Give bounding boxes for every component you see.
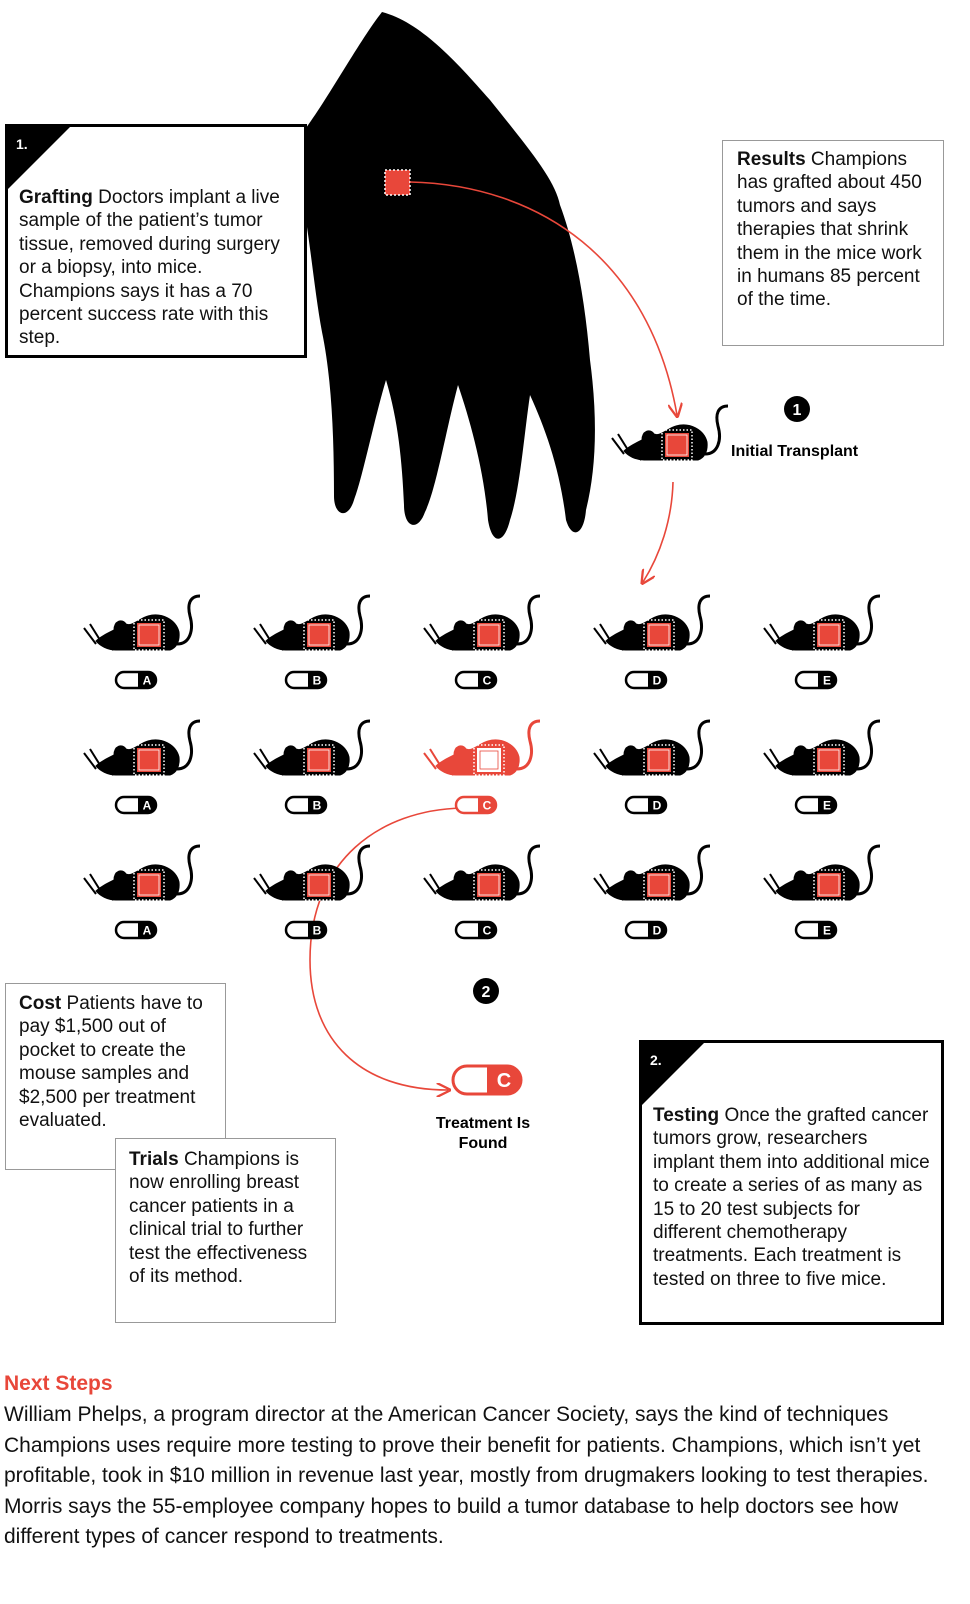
treatment-found-line1: Treatment Is <box>435 1115 531 1132</box>
initial-transplant-mouse <box>612 406 728 460</box>
arrow-hand-to-mouse <box>409 181 677 415</box>
trials-callout: Trials Champions is now enrolling breast… <box>115 1138 336 1323</box>
step-1-number: 1 <box>793 402 802 419</box>
trials-body: Champions is now enrolling breast cancer… <box>129 1149 308 1288</box>
mouse-grid: A B C D E A B C D E A B C D E <box>84 596 880 940</box>
step-1-marker <box>784 396 810 422</box>
testing-number: 2. <box>650 1052 662 1068</box>
results-title: Results <box>737 149 806 170</box>
mouse-d-row-3: D <box>594 846 710 940</box>
next-steps-body: William Phelps, a program director at th… <box>4 1403 929 1548</box>
step-2-marker <box>473 978 499 1004</box>
hand-silhouette <box>306 12 595 539</box>
arrow-to-treatment <box>309 807 463 1090</box>
treatment-pill-cap <box>648 797 666 813</box>
arrow-transplant-to-grid <box>643 481 674 582</box>
grafting-number: 1. <box>16 136 28 152</box>
found-treatment-pill: C <box>451 1064 523 1096</box>
treatment-pill-cap <box>478 797 496 813</box>
mouse-b-row-2: B <box>254 721 370 815</box>
corner-triangle <box>8 127 70 189</box>
mouse-e-row-2: E <box>764 721 880 815</box>
initial-transplant-label: Initial Transplant <box>731 443 859 460</box>
treatment-letter: C <box>483 799 492 813</box>
treatment-letter: B <box>313 924 322 938</box>
treatment-letter: D <box>653 799 662 813</box>
treatment-letter: B <box>313 799 322 813</box>
treatment-pill-cap <box>818 797 836 813</box>
treatment-found-label: Treatment Is Found <box>413 1114 553 1154</box>
grafting-callout: 1. Grafting Doctors implant a live sampl… <box>5 124 307 358</box>
treatment-pill-cap <box>138 672 156 688</box>
step-2-number: 2 <box>482 984 491 1001</box>
mouse-c-row-3: C <box>424 846 540 940</box>
grafting-body: Doctors implant a live sample of the pat… <box>19 187 280 349</box>
next-steps-title: Next Steps <box>4 1372 113 1395</box>
treatment-found-line2: Found <box>458 1135 508 1152</box>
treatment-pill-cap <box>308 922 326 938</box>
mouse-a-row-2: A <box>84 721 200 815</box>
mouse-c-row-1: C <box>424 596 540 690</box>
treatment-pill-cap <box>818 922 836 938</box>
treatment-pill-cap <box>308 672 326 688</box>
corner-triangle <box>642 1043 704 1105</box>
mouse-b-row-3: B <box>254 846 370 940</box>
treatment-letter: C <box>483 674 492 688</box>
testing-body: Once the grafted cancer tumors grow, res… <box>653 1105 930 1290</box>
treatment-letter: C <box>483 924 492 938</box>
treatment-pill-cap <box>478 922 496 938</box>
treatment-letter: E <box>823 674 831 688</box>
treatment-letter: D <box>653 674 662 688</box>
treatment-letter: A <box>143 799 152 813</box>
found-treatment-letter: C <box>497 1070 511 1092</box>
results-body: Champions has grafted about 450 tumors a… <box>737 149 922 311</box>
treatment-letter: A <box>143 674 152 688</box>
cost-body: Patients have to pay $1,500 out of pocke… <box>19 993 203 1132</box>
treatment-pill-cap <box>478 672 496 688</box>
treatment-pill-cap <box>648 922 666 938</box>
mouse-e-row-1: E <box>764 596 880 690</box>
treatment-letter: B <box>313 674 322 688</box>
treatment-letter: D <box>653 924 662 938</box>
mouse-d-row-1: D <box>594 596 710 690</box>
treatment-pill-cap <box>308 797 326 813</box>
treatment-pill-cap <box>138 797 156 813</box>
trials-title: Trials <box>129 1149 179 1170</box>
treatment-pill-cap <box>818 672 836 688</box>
testing-title: Testing <box>653 1105 720 1126</box>
testing-callout: 2. Testing Once the grafted cancer tumor… <box>639 1040 944 1325</box>
mouse-a-row-3: A <box>84 846 200 940</box>
tumor-sample-on-hand <box>384 169 411 196</box>
treatment-pill-cap <box>138 922 156 938</box>
treatment-letter: E <box>823 799 831 813</box>
mouse-e-row-3: E <box>764 846 880 940</box>
mouse-b-row-1: B <box>254 596 370 690</box>
mouse-c-row-2: C <box>424 721 540 815</box>
cost-title: Cost <box>19 993 62 1014</box>
results-callout: Results Champions has grafted about 450 … <box>722 140 944 346</box>
grafting-title: Grafting <box>19 187 93 208</box>
mouse-d-row-2: D <box>594 721 710 815</box>
treatment-letter: A <box>143 924 152 938</box>
treatment-letter: E <box>823 924 831 938</box>
mouse-a-row-1: A <box>84 596 200 690</box>
treatment-pill-cap <box>648 672 666 688</box>
